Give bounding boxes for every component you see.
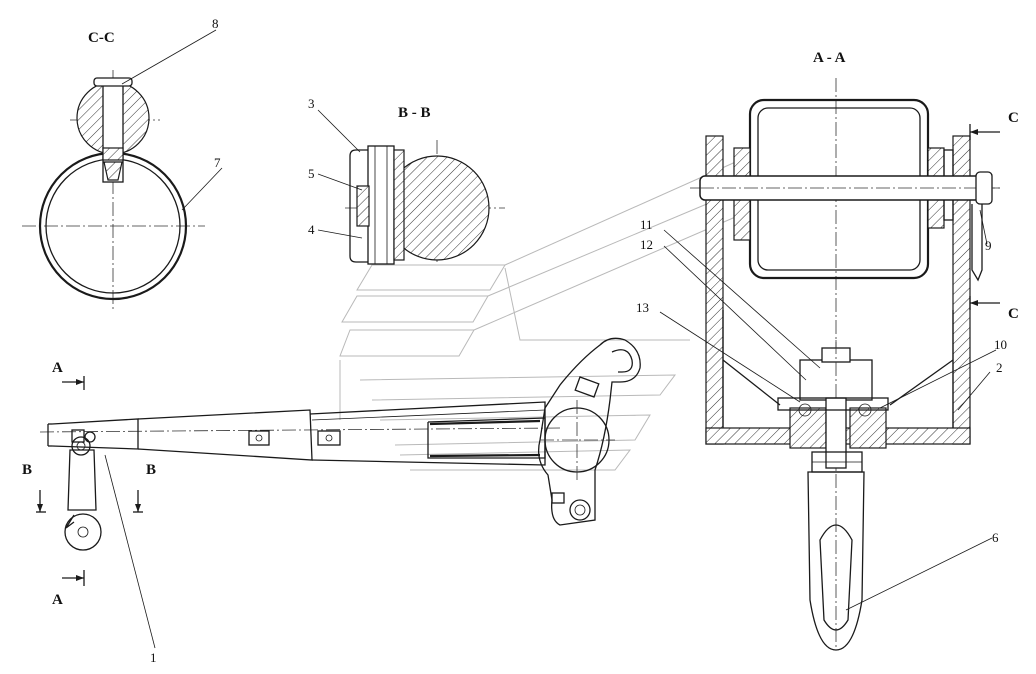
callout-5: 5 [308,166,315,181]
callout-6: 6 [992,530,999,545]
section-title-bb: B - B [398,105,431,121]
marker-c-bottom: C [1008,306,1019,322]
callout-9: 9 [985,238,992,253]
callout-3: 3 [308,96,315,111]
section-markers [36,124,1000,586]
hitch-bracket [537,337,641,526]
marker-b-left: B [22,462,32,478]
callout-8: 8 [212,16,219,31]
section-title-aa: A - A [813,50,846,66]
callout-11: 11 [640,217,653,232]
main-arm [39,401,561,466]
marker-a-bottom: A [52,592,63,608]
callout-12: 12 [640,237,653,252]
callout-1: 1 [150,650,157,665]
marker-a-top: A [52,360,63,376]
section-cc [22,70,205,310]
hanging-hook [64,436,102,551]
marker-c-top: C [1008,110,1019,126]
callout-2: 2 [996,360,1003,375]
section-bb [345,140,505,265]
callout-7: 7 [214,155,221,170]
section-title-cc: C-C [88,30,115,46]
ghost-outlines [339,159,741,471]
marker-b-right: B [146,462,156,478]
callout-13: 13 [636,300,649,315]
section-aa [690,78,1000,651]
callout-10: 10 [994,337,1007,352]
callout-4: 4 [308,222,315,237]
leader-lines [104,29,997,649]
